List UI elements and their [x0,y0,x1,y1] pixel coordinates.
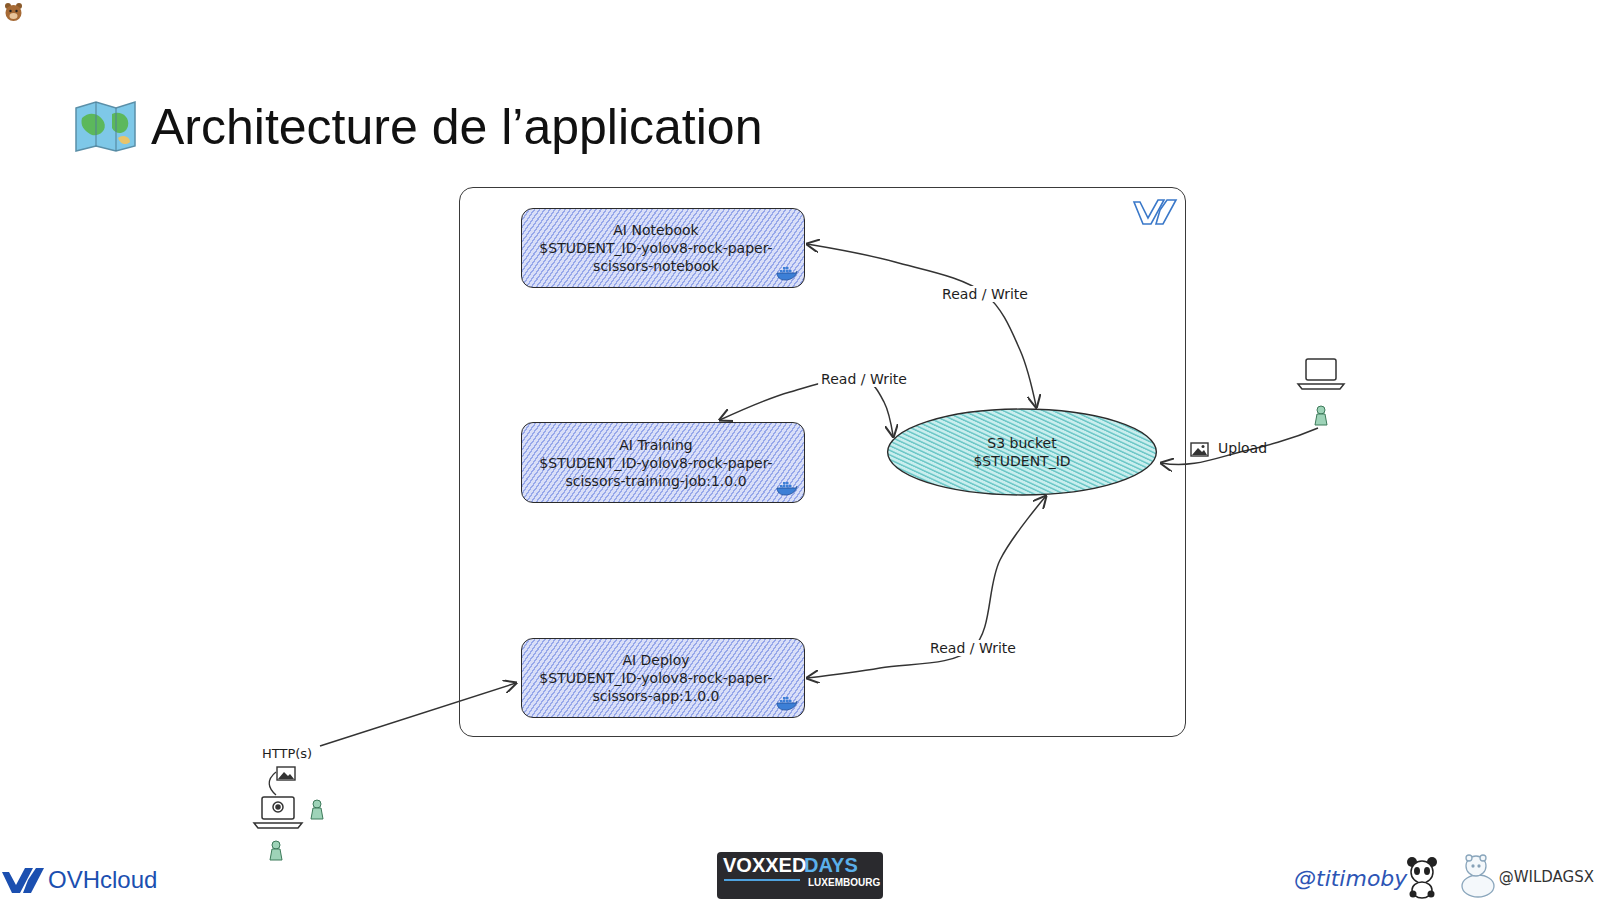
webcam-laptop-icon [254,797,302,828]
event-logo-subtitle: LUXEMBOURG [808,877,880,888]
brand-name: OVHcloud [48,866,157,894]
upload-arrow [1161,428,1318,465]
leader-line [269,772,276,795]
event-logo-text: VOXXED [723,854,806,877]
laptop-icon [1298,359,1344,389]
person-icon [270,800,323,860]
ovhcloud-logo [2,868,44,893]
service-box: AI Notebook$STUDENT_ID-yolov8-rock-paper… [521,208,805,288]
ellipse-outline [886,408,1158,496]
docker-icon [776,695,798,711]
image-icon [277,767,295,780]
connector-label: Read / Write [939,286,1031,302]
node-heading: AI Notebook [613,221,698,239]
panda-icon [1407,857,1437,898]
node-body: $STUDENT_ID-yolov8-rock-paper-scissors-n… [538,239,774,275]
read-write-connector [807,244,1036,407]
storage-ellipse: S3 bucket$STUDENT_ID [886,408,1158,496]
slide-title: Architecture de l’application [151,98,762,156]
polar-bear-icon [1462,855,1494,897]
voxxed-logo-rule [724,879,800,881]
map-icon [76,102,135,151]
flow-label: HTTP(s) [262,746,312,761]
connector-label: Read / Write [818,371,910,387]
node-heading: AI Training [619,436,692,454]
cloud-boundary: AI Notebook$STUDENT_ID-yolov8-rock-paper… [459,187,1186,737]
connector-label: Read / Write [927,640,1019,656]
event-logo-text: DAYS [804,854,858,877]
bear-emoji [5,3,22,21]
node-body: $STUDENT_ID-yolov8-rock-paper-scissors-t… [538,454,774,490]
read-write-connector [807,496,1046,678]
flow-label: Upload [1218,440,1267,456]
image-icon [1191,443,1208,456]
node-body: $STUDENT_ID [973,452,1070,470]
service-box: AI Deploy$STUDENT_ID-yolov8-rock-paper-s… [521,638,805,718]
docker-icon [776,480,798,496]
node-body: $STUDENT_ID-yolov8-rock-paper-scissors-a… [538,669,774,705]
ovh-logo-outline [1134,200,1176,224]
voxxed-logo-ground [717,852,883,899]
person-icon [1315,406,1327,425]
node-heading: S3 bucket [987,434,1056,452]
docker-icon [776,265,798,281]
speaker-handle: @titimoby [1294,866,1407,891]
service-box: AI Training$STUDENT_ID-yolov8-rock-paper… [521,422,805,503]
node-heading: AI Deploy [622,651,689,669]
speaker-handle: @WILDAGSX [1499,868,1594,886]
